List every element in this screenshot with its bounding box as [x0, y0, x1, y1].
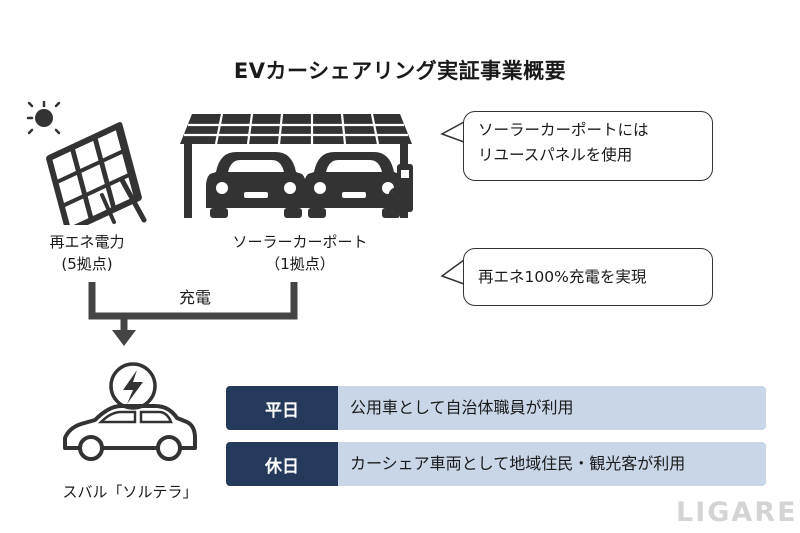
bubble-reuse-panel: ソーラーカーポートには リユースパネルを使用: [463, 111, 713, 181]
holiday-row: 休日 カーシェア車両として地域住民・観光客が利用: [226, 442, 766, 486]
ev-label: スバル「ソルテラ」: [62, 483, 198, 501]
weekday-row: 平日 公用車として自治体職員が利用: [226, 386, 766, 430]
lightning-icon: [109, 362, 157, 410]
bubble-renewable-charge: 再エネ100%充電を実現: [463, 248, 713, 306]
charge-label: 充電: [178, 288, 211, 307]
solar-panel-icon: [26, 100, 147, 225]
holiday-tag: 休日: [226, 442, 338, 486]
renewable-label-line2: (5拠点): [61, 255, 113, 273]
down-arrow-icon: [112, 330, 136, 346]
weekday-tag: 平日: [226, 386, 338, 430]
carport-label-line2: （1拠点）: [265, 255, 335, 273]
sun-icon: [26, 100, 61, 135]
charge-connector: [88, 282, 298, 346]
ev-car-icon: [63, 362, 197, 461]
renewable-label-line1: 再エネ電力: [49, 233, 125, 251]
bubble-tails: [440, 121, 465, 285]
weekday-text: 公用車として自治体職員が利用: [350, 398, 574, 417]
solar-carport-icon: [180, 113, 413, 218]
carport-label-line1: ソーラーカーポート: [232, 233, 368, 251]
car-icon: [206, 152, 306, 218]
car-icon: [304, 152, 404, 218]
bubble-reuse-panel-line1: ソーラーカーポートには: [478, 121, 649, 139]
bubble-reuse-panel-line2: リユースパネルを使用: [478, 146, 633, 164]
carport-label: ソーラーカーポート （1拠点）: [210, 231, 390, 275]
charger-icon: [388, 164, 413, 212]
holiday-text: カーシェア車両として地域住民・観光客が利用: [350, 454, 686, 473]
diagram-title: EVカーシェアリング実証事業概要: [233, 59, 567, 83]
watermark: LIGARE: [676, 497, 798, 528]
renewable-label: 再エネ電力 (5拠点): [22, 231, 152, 275]
